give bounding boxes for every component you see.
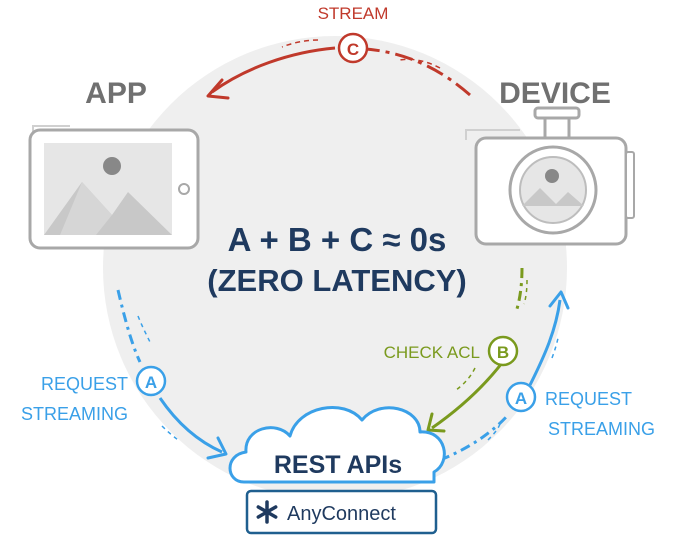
stream-label: STREAM (318, 4, 389, 23)
stream-arrow (206, 39, 471, 100)
request-right-arrow (439, 290, 570, 462)
app-heading: APP (85, 77, 147, 110)
request-left-label-line1: REQUEST (41, 374, 128, 394)
stream-badge-letter: C (347, 40, 359, 59)
request-left-badge: A (135, 365, 167, 397)
anyconnect-badge: AnyConnect (245, 489, 438, 535)
request-right-label-line2: STREAMING (548, 419, 655, 439)
request-right-label-line1: REQUEST (545, 389, 632, 409)
check-acl-badge-letter: B (497, 343, 509, 362)
check-acl-badge: B (487, 335, 519, 367)
request-left-label-line2: STREAMING (21, 404, 128, 424)
rest-apis-label: REST APIs (274, 451, 402, 479)
request-right-badge: A (505, 381, 537, 413)
background-circle (103, 36, 567, 500)
anyconnect-label: AnyConnect (287, 503, 396, 525)
device-heading: DEVICE (499, 77, 611, 110)
tablet-icon (28, 125, 200, 250)
request-left-arrow (116, 289, 228, 460)
request-left-badge-letter: A (145, 373, 157, 392)
stream-badge: C (337, 32, 369, 64)
zero-latency-label: (ZERO LATENCY) (207, 263, 466, 298)
cloud-shape (228, 406, 446, 484)
camera-icon (465, 106, 635, 246)
asterisk-icon (256, 500, 278, 524)
request-right-badge-letter: A (515, 389, 527, 408)
latency-formula: A + B + C ≈ 0s (228, 221, 447, 258)
check-acl-label: CHECK ACL (384, 343, 480, 362)
